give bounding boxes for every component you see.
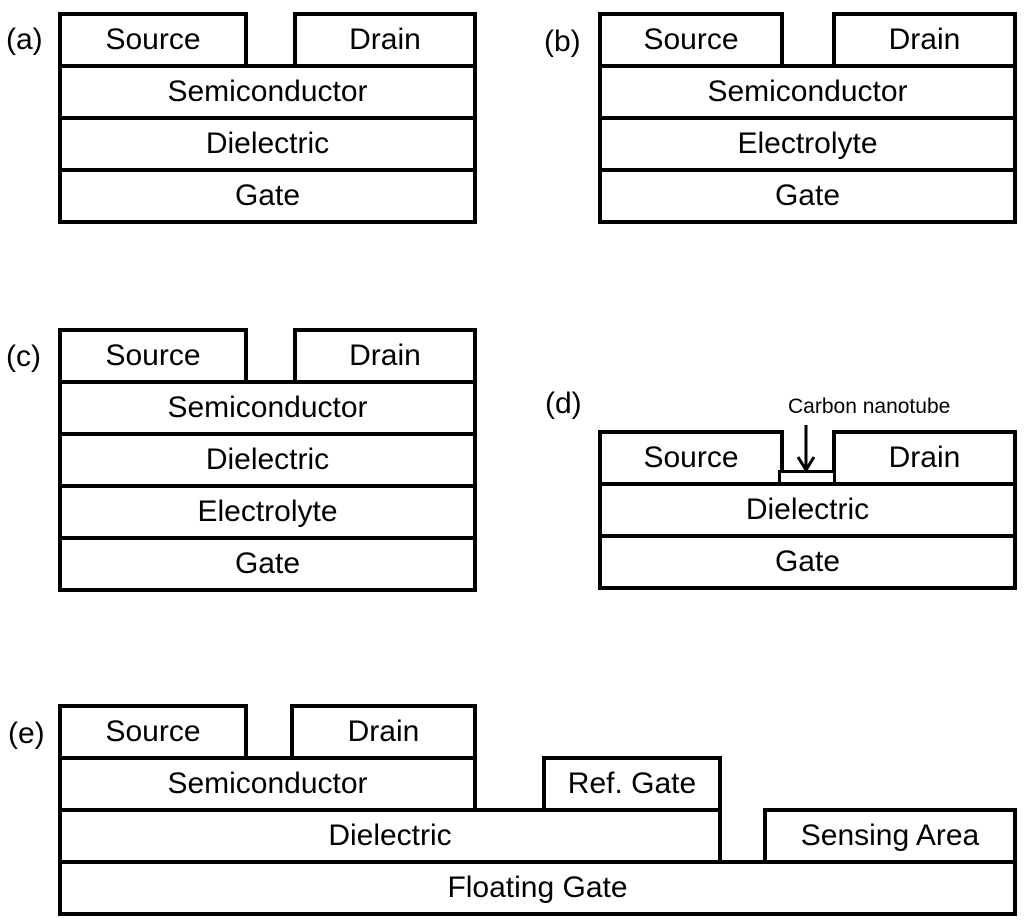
source-box: Source: [598, 12, 784, 68]
source-box: Source: [58, 704, 248, 760]
down-arrow-icon: [796, 425, 816, 473]
panel-e-label: (e): [8, 717, 45, 750]
floating-gate-box: Floating Gate: [58, 860, 1017, 916]
drain-box: Drain: [293, 328, 477, 384]
panel-a-label: (a): [6, 23, 43, 56]
dielectric-box: Dielectric: [598, 482, 1017, 538]
sensing-area-box: Sensing Area: [763, 808, 1017, 864]
dielectric-box: Dielectric: [58, 116, 477, 172]
drain-box: Drain: [290, 704, 477, 760]
ref-gate-box: Ref. Gate: [542, 756, 722, 812]
carbon-nanotube-label: Carbon nanotube: [788, 395, 951, 418]
drain-box: Drain: [832, 430, 1017, 486]
gate-box: Gate: [58, 536, 477, 592]
dielectric-box: Dielectric: [58, 808, 722, 864]
source-box: Source: [58, 328, 248, 384]
semiconductor-box: Semiconductor: [58, 380, 477, 436]
drain-box: Drain: [293, 12, 477, 68]
gate-box: Gate: [598, 168, 1017, 224]
electrolyte-box: Electrolyte: [598, 116, 1017, 172]
semiconductor-box: Semiconductor: [58, 756, 477, 812]
semiconductor-box: Semiconductor: [58, 64, 477, 120]
source-box: Source: [58, 12, 248, 68]
drain-box: Drain: [832, 12, 1017, 68]
electrolyte-box: Electrolyte: [58, 484, 477, 540]
panel-c-label: (c): [6, 340, 41, 373]
source-box: Source: [598, 430, 784, 486]
gate-box: Gate: [58, 168, 477, 224]
dielectric-box: Dielectric: [58, 432, 477, 488]
panel-b-label: (b): [544, 25, 581, 58]
panel-d-label: (d): [545, 387, 582, 420]
semiconductor-box: Semiconductor: [598, 64, 1017, 120]
gate-box: Gate: [598, 534, 1017, 590]
